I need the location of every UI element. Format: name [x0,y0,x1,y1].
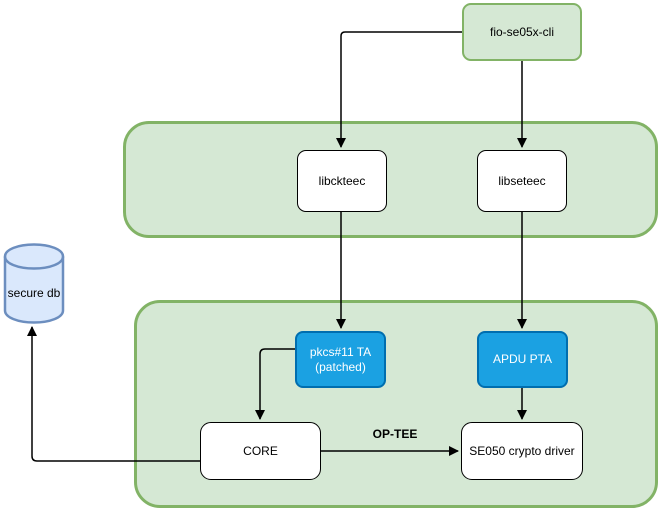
node-pkcs11-ta: pkcs#11 TA (patched) [295,331,386,388]
node-libckteec: libckteec [297,150,387,212]
container-optee-client [123,121,658,238]
node-secure-db: secure db [3,243,65,324]
node-libseteec: libseteec [477,150,567,212]
database-cylinder-icon [3,243,65,324]
node-libseteec-label: libseteec [498,173,546,188]
node-pkcs11-ta-label-line1: pkcs#11 TA [309,344,372,359]
container-op-tee-label: OP-TEE [372,427,418,441]
node-core: CORE [200,422,321,480]
node-secure-db-label: secure db [7,286,61,300]
node-se050-crypto-driver: SE050 crypto driver [461,422,583,480]
node-fio-se05x-cli-label: fio-se05x-cli [489,24,555,39]
node-apdu-pta: APDU PTA [477,331,568,388]
node-se050-crypto-driver-label: SE050 crypto driver [469,443,575,458]
node-pkcs11-ta-label: pkcs#11 TA (patched) [310,345,371,375]
node-apdu-pta-label: APDU PTA [492,352,553,366]
node-core-label: CORE [243,443,278,458]
node-libckteec-label: libckteec [318,173,366,188]
node-pkcs11-ta-label-line2: (patched) [315,359,366,374]
node-fio-se05x-cli: fio-se05x-cli [462,3,582,61]
